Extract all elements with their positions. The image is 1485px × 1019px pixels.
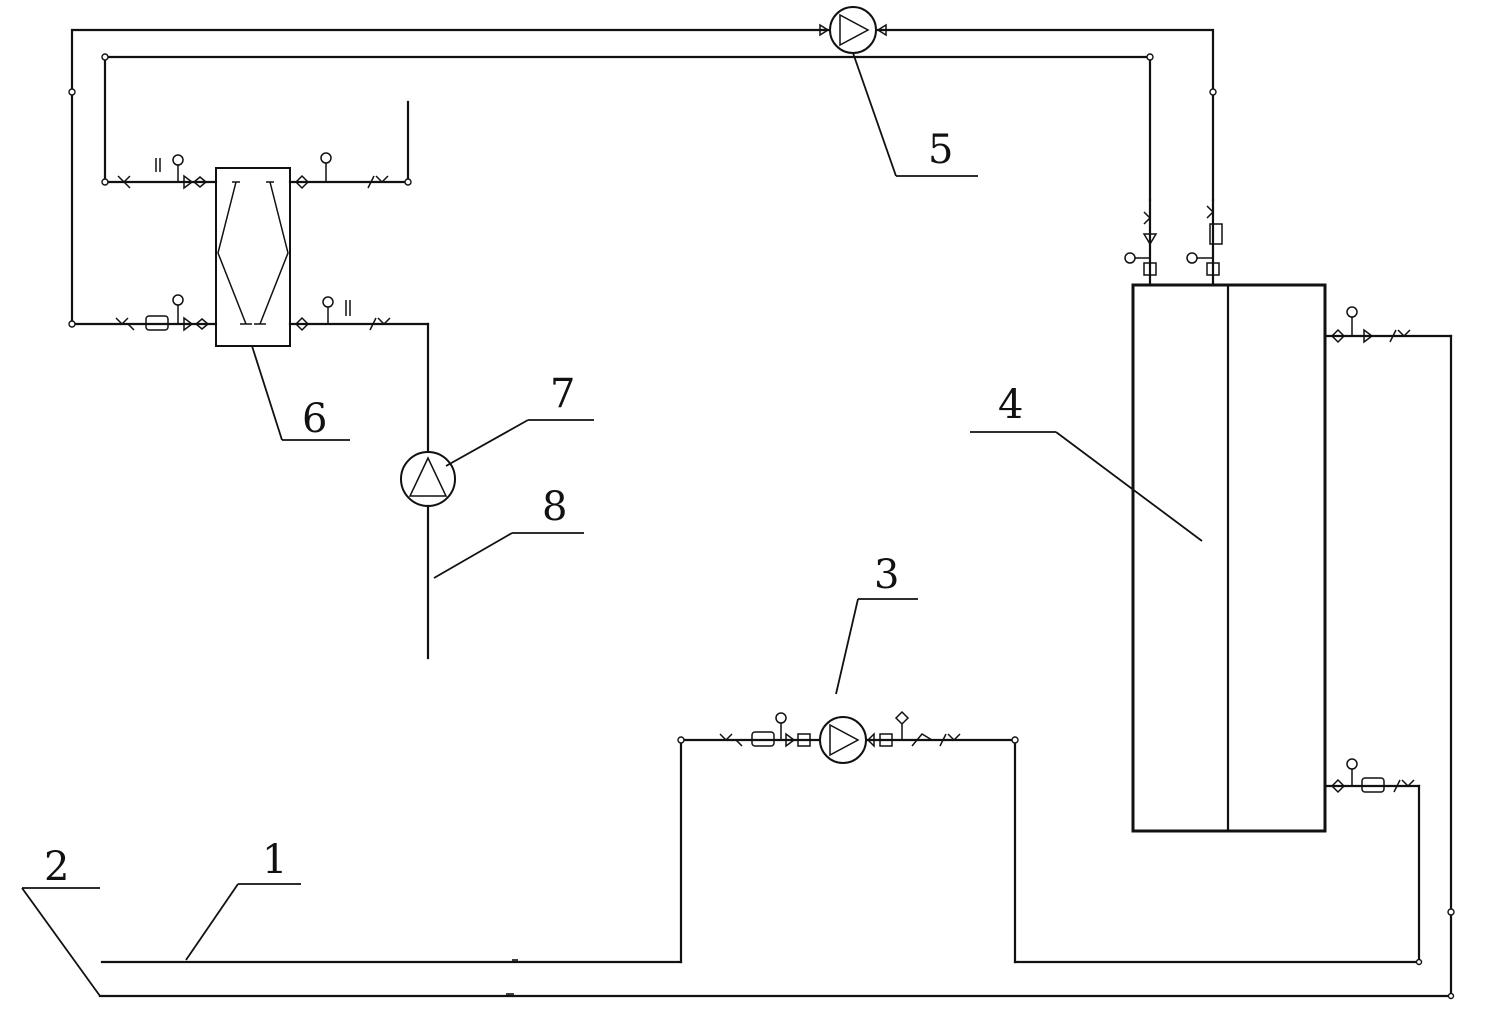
callout-label-4: 4: [998, 382, 1023, 428]
callout-label-3: 3: [874, 552, 899, 598]
callout-1: 1: [185, 837, 301, 961]
tank-top-fittings: [1124, 198, 1223, 287]
heat-exchanger-6: [215, 167, 291, 347]
callout-8: 8: [433, 484, 584, 579]
callout-label-7: 7: [550, 371, 575, 417]
callout-label-5: 5: [928, 127, 953, 173]
pump-5: [819, 6, 887, 54]
pipe-2: [98, 992, 1455, 1000]
hex-lower-left-fittings: [68, 294, 218, 332]
pump-3-line: [677, 710, 1019, 964]
tank-right-upper-fittings: [1323, 306, 1455, 998]
tank-4: [1131, 283, 1327, 833]
callout-5: 5: [852, 52, 978, 177]
callout-label-6: 6: [302, 396, 327, 442]
hex-lower-right-fittings: [288, 296, 430, 454]
callout-7: 7: [445, 371, 594, 467]
pump-3: [819, 716, 867, 764]
callout-6: 6: [251, 345, 350, 442]
top-inner-loop: [101, 53, 1154, 202]
pump-7: [400, 451, 456, 507]
callout-label-8: 8: [542, 484, 567, 530]
pipe-1: [100, 958, 1423, 966]
hex-upper-left-fittings: [101, 154, 218, 190]
tank-right-lower-fittings: [1323, 758, 1421, 964]
callout-label-1: 1: [262, 837, 287, 883]
top-outer-loop: [68, 28, 1217, 326]
callout-2: 2: [21, 844, 101, 997]
callout-4: 4: [970, 382, 1203, 542]
hex-upper-right-fittings: [288, 100, 412, 190]
callout-3: 3: [835, 552, 918, 695]
callout-label-2: 2: [44, 844, 69, 890]
